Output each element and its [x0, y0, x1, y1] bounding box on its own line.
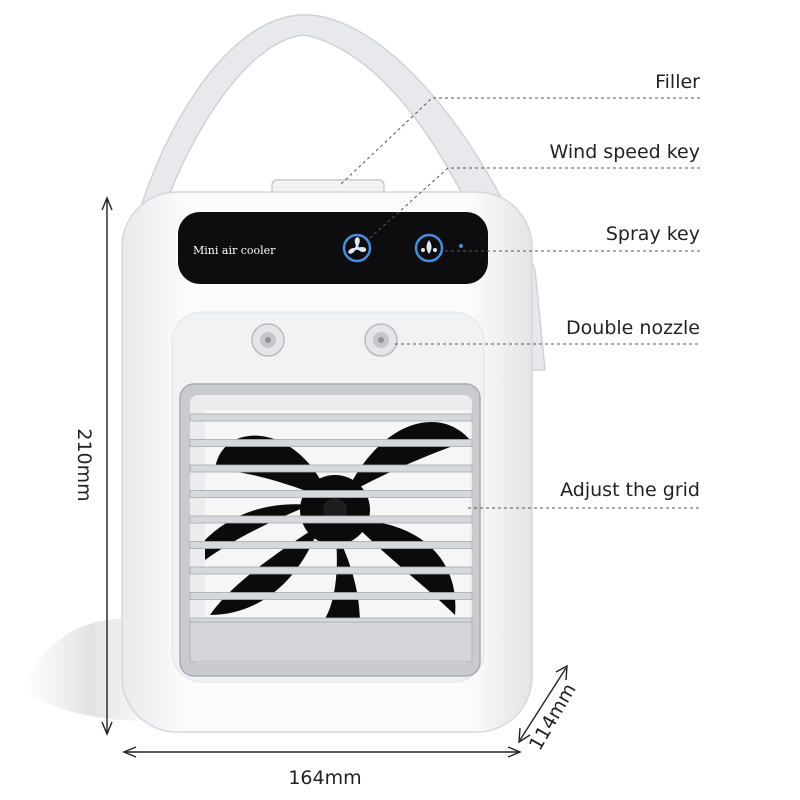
label-wind-speed-key: Wind speed key [550, 141, 701, 163]
label-spray-key: Spray key [606, 223, 700, 245]
spray-button[interactable] [414, 233, 444, 263]
nozzle-left [251, 323, 285, 357]
callout-line-wind-speed [369, 167, 700, 239]
depth-dimension-line [518, 664, 568, 744]
label-filler: Filler [655, 71, 700, 93]
width-dimension-line [122, 746, 522, 758]
adjustable-grid[interactable] [189, 413, 473, 663]
callout-lines [339, 97, 700, 509]
wind-speed-button[interactable] [342, 233, 372, 263]
fan-icon [348, 237, 367, 254]
height-dimension-line [101, 196, 113, 736]
indicator-light-icon [459, 244, 463, 248]
grid-bar [189, 464, 473, 473]
grid-bar [189, 566, 473, 575]
grid-bar [189, 490, 473, 498]
brand-label: Mini air cooler [193, 244, 276, 257]
control-panel [178, 212, 488, 284]
grid-bottom-plate [189, 621, 473, 663]
width-dimension-label: 164mm [288, 767, 361, 789]
grid-bar [189, 515, 473, 524]
label-adjust-grid: Adjust the grid [560, 479, 700, 501]
grid-bar [189, 592, 473, 600]
grid-bar [189, 541, 473, 549]
height-dimension-label: 210mm [73, 428, 95, 501]
depth-dimension-label: 114mm [525, 680, 581, 754]
spray-icon [421, 240, 437, 254]
grid-bar [189, 439, 473, 447]
label-double-nozzle: Double nozzle [566, 317, 700, 339]
grid-bar [189, 413, 473, 422]
nozzle-right [364, 323, 398, 357]
